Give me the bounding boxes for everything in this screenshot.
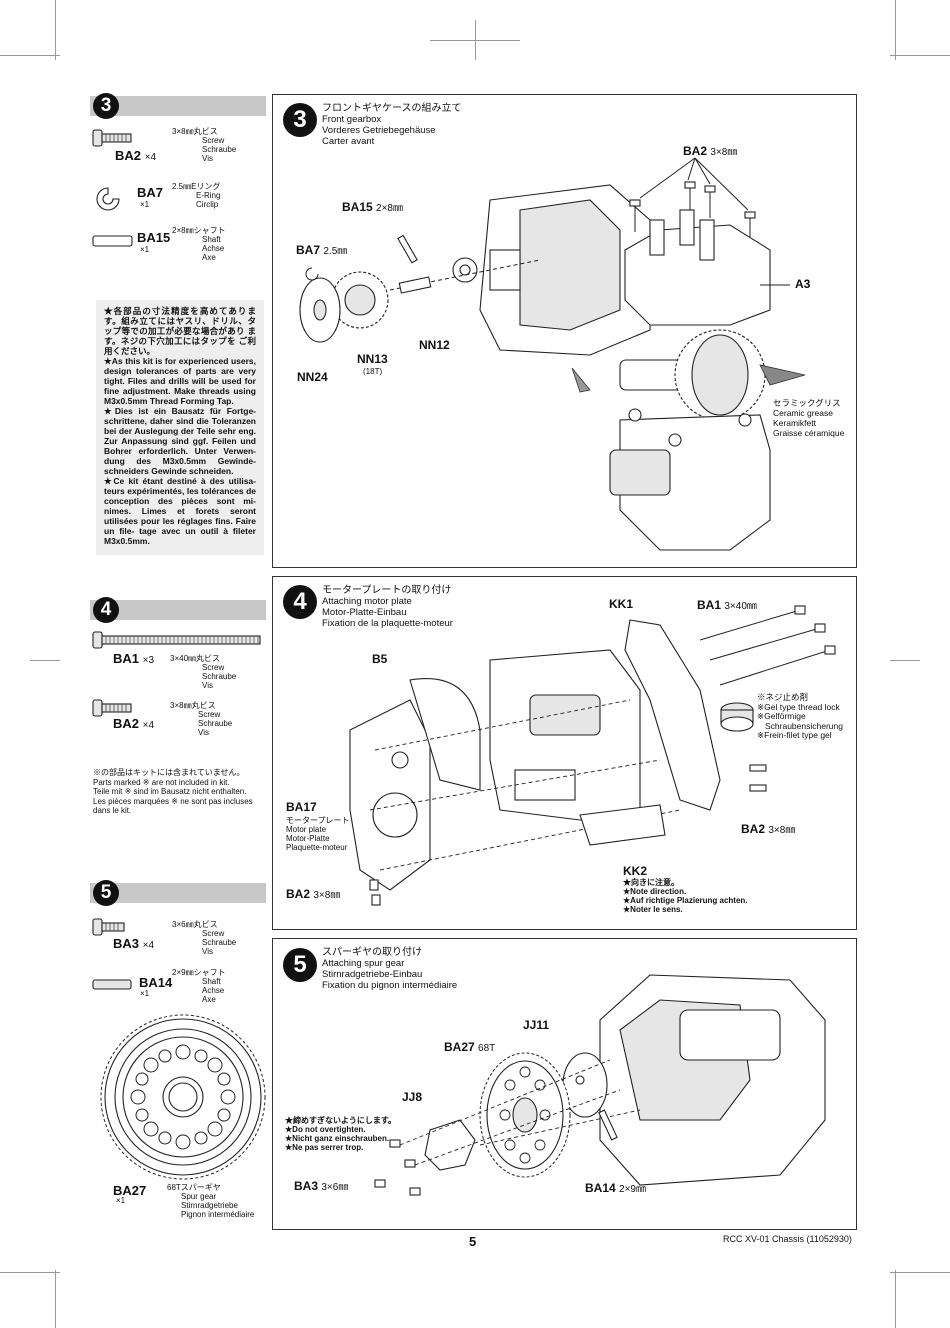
shaft-ba14-drawing <box>92 979 132 990</box>
label-kk1: KK1 <box>609 597 634 611</box>
step5-number: 5 <box>283 948 317 982</box>
label-ba17: BA17 <box>286 800 317 814</box>
part-code-ba2: BA2 ×4 <box>115 148 157 163</box>
step5-title: スパーギヤの取り付け Attaching spur gear Stirnradg… <box>322 947 458 991</box>
part-code-ba1: BA1 ×3 <box>113 651 155 666</box>
label-jj11: JJ11 <box>523 1018 550 1032</box>
part-code-ba15: BA15 <box>137 230 171 245</box>
label-thread-lock: ※ネジ止め剤 ※Gel type thread lock ※Gelförmige… <box>757 692 843 740</box>
label-b5: B5 <box>372 652 388 666</box>
screw-ba3-drawing <box>92 918 125 936</box>
part-code-ba2-step4: BA2 ×4 <box>113 716 155 731</box>
part-desc-ba15: 2×8㎜シャフト Shaft Achse Axe <box>172 226 226 262</box>
label-ba15: BA15 2×8㎜ <box>342 200 403 214</box>
label-kk2: KK2 <box>623 864 648 878</box>
step4-title: モータープレートの取り付け Attaching motor plate Moto… <box>322 585 453 629</box>
crop-mark <box>0 1272 60 1273</box>
part-code-ba3: BA3 ×4 <box>113 936 155 951</box>
label-ba1: BA1 3×40㎜ <box>697 598 757 612</box>
label-ba14: BA14 2×9㎜ <box>585 1181 646 1195</box>
label-jj8: JJ8 <box>402 1090 423 1104</box>
part-qty-ba14: ×1 <box>140 989 150 998</box>
page-number: 5 <box>469 1234 477 1249</box>
label-nn12: NN12 <box>419 338 450 352</box>
label-overtighten-warning: ★締めすぎないようにします。 ★Do not overtighten. ★Nic… <box>285 1116 397 1152</box>
crop-mark <box>890 1272 950 1273</box>
part-code-ba27: BA27 <box>113 1183 147 1198</box>
label-ba2-right: BA2 3×8㎜ <box>741 822 796 836</box>
label-ceramic-grease: セラミックグリス Ceramic grease Keramikfett Grai… <box>773 398 845 438</box>
crop-mark <box>895 0 896 60</box>
step5-spur-gear-illustration <box>374 974 826 1196</box>
step4-motor-plate-illustration <box>349 605 836 906</box>
spur-gear-ba27-drawing <box>100 1014 266 1180</box>
step4-number: 4 <box>283 585 317 619</box>
part-qty-ba15: ×1 <box>140 245 150 254</box>
part-desc-ba27: 68Tスパーギヤ Spur gear Stirnradgetriebe Pign… <box>167 1183 255 1219</box>
crop-mark <box>55 1270 56 1328</box>
crop-mark <box>895 1270 896 1328</box>
part-desc-ba2-step4: 3×8㎜丸ビス Screw Schraube Vis <box>170 701 233 737</box>
step3-number: 3 <box>283 103 317 137</box>
sidebar-step5-number: 5 <box>93 880 119 906</box>
crop-mark <box>0 55 60 56</box>
crop-mark <box>475 20 476 60</box>
experienced-user-note: ★各部品の寸法精度を高めてありま す。組み立てにはヤスリ、ドリル、タ ップ等での… <box>96 300 264 555</box>
shaft-ba15-drawing <box>92 235 133 247</box>
screw-ba2-drawing <box>92 129 132 147</box>
step3-title: フロントギヤケースの組み立て Front gearbox Vorderes Ge… <box>322 103 462 147</box>
step3-gearbox-illustration <box>299 157 806 551</box>
part-qty-ba27: ×1 <box>116 1196 126 1205</box>
label-nn24: NN24 <box>297 370 328 384</box>
label-ba7: BA7 2.5㎜ <box>296 243 348 257</box>
part-code-ba7: BA7 <box>137 185 164 200</box>
e-ring-ba7-drawing <box>96 187 120 211</box>
footer-title: RCC XV-01 Chassis (11052930) <box>723 1234 852 1244</box>
part-desc-ba1: 3×40㎜丸ビス Screw Schraube Vis <box>170 654 237 690</box>
label-nn13: NN13 <box>357 352 388 366</box>
part-qty-ba7: ×1 <box>140 200 150 209</box>
part-desc-ba7: 2.5㎜Eリング E-Ring Circlip <box>172 182 221 209</box>
label-nn13-teeth: (18T) <box>363 367 383 376</box>
sidebar-step4-number: 4 <box>93 597 119 623</box>
not-included-note: ※の部品はキットには含まれていません。 Parts marked ※ are n… <box>93 768 253 815</box>
part-code-ba14: BA14 <box>139 975 173 990</box>
label-ba17-desc: モータープレート Motor plate Motor-Platte Plaque… <box>286 816 350 852</box>
label-a3: A3 <box>795 277 811 291</box>
screw-ba1-drawing <box>92 631 261 649</box>
crop-mark <box>890 660 920 661</box>
crop-mark <box>890 55 950 56</box>
sidebar-step3-number: 3 <box>93 93 119 119</box>
label-kk2-note: ★向きに注意。 ★Note direction. ★Auf richtige P… <box>623 878 748 914</box>
part-desc-ba2: 3×8㎜丸ビス Screw Schraube Vis <box>172 127 237 163</box>
sidebar-step5-bar <box>90 883 266 903</box>
crop-mark <box>30 660 60 661</box>
sidebar-step4-bar <box>90 600 266 620</box>
part-desc-ba14: 2×9㎜シャフト Shaft Achse Axe <box>172 968 226 1004</box>
label-ba3: BA3 3×6㎜ <box>294 1179 349 1193</box>
sidebar-step3-bar <box>90 96 266 116</box>
label-ba2-top: BA2 3×8㎜ <box>683 144 738 158</box>
screw-ba2-step4-drawing <box>92 699 132 717</box>
label-ba27: BA27 68T <box>444 1040 496 1054</box>
crop-mark <box>55 0 56 60</box>
part-desc-ba3: 3×6㎜丸ビス Screw Schraube Vis <box>172 920 237 956</box>
label-ba2-bottom: BA2 3×8㎜ <box>286 887 341 901</box>
